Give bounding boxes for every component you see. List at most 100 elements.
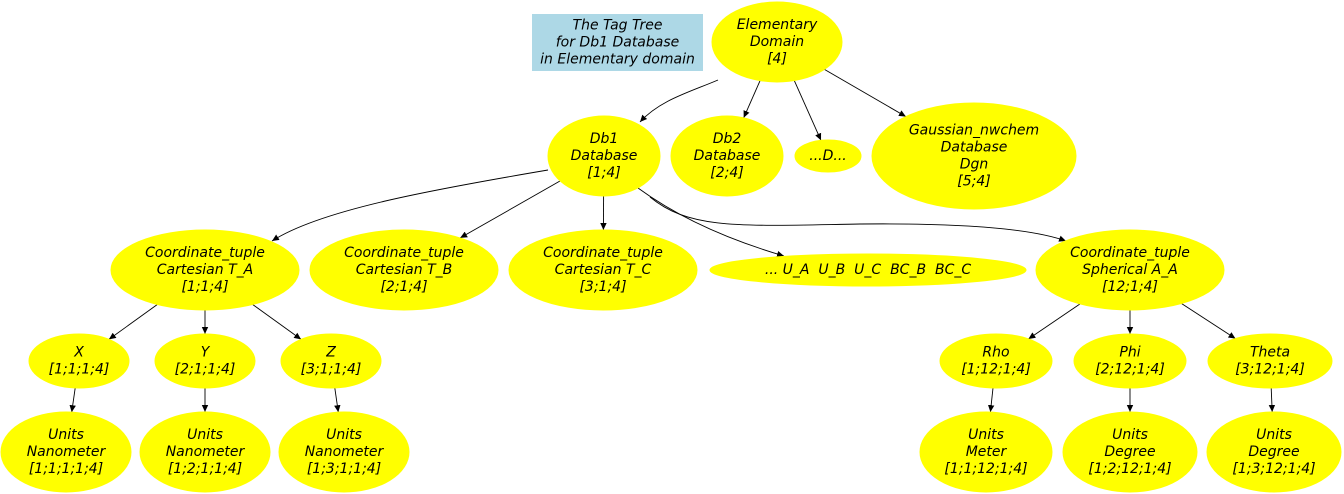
node-label-line: Units (187, 427, 223, 443)
title-background (532, 14, 703, 71)
node-ellipse (547, 115, 661, 197)
edges (69, 69, 1276, 413)
node-label-line: [1;3;12;1;4] (1232, 461, 1315, 477)
node-ellipse (278, 411, 410, 493)
edge-db1-database-to-coordinate-tuple-cartesian-t-a (271, 169, 549, 242)
node-ellipse (1035, 229, 1225, 311)
node-phi: Phi[2;12;1;4] (1073, 333, 1187, 389)
node-label-line: [5;4] (957, 174, 990, 190)
node-label-line: Dgn (960, 157, 989, 173)
edge-elementary-domain-to-gaussian-nwchem-database (824, 69, 907, 117)
node-label-line: [2;4] (710, 165, 743, 181)
node-ellipse (309, 229, 499, 311)
node-label-line: Spherical A_A (1082, 262, 1178, 278)
node-label-line: [1;12;1;4] (961, 362, 1031, 378)
node-label-line: Units (1112, 427, 1148, 443)
node-label-line: Database (694, 148, 761, 164)
node-label-line: Nanometer (305, 444, 385, 460)
node-label-line: ...D... (809, 148, 846, 164)
node-ellipse (1073, 333, 1187, 389)
edge-db1-database-to-coordinate-tuple-cartesian-t-b (459, 180, 561, 239)
node-y: Y[2;1;1;4] (154, 333, 256, 389)
node-ellipse (154, 333, 256, 389)
edge-coordinate-tuple-cartesian-t-a-to-z (252, 304, 302, 340)
node-label-line: Coordinate_tuple (344, 245, 464, 261)
node-label-line: [1;4] (587, 165, 620, 181)
node-label-line: Nanometer (166, 444, 246, 460)
node-ellipse (709, 253, 1027, 287)
edge-theta-to-units-degree-theta (1268, 387, 1276, 413)
node-ellipse (28, 333, 130, 389)
title-line: in Elementary domain (540, 52, 695, 68)
node-label-line: Database (941, 140, 1008, 156)
node-ellipse (280, 333, 382, 389)
node-ellipsis-d: ...D... (794, 139, 862, 173)
node-label-line: [3;1;1;4] (301, 362, 362, 378)
node-label-line: Cartesian T_C (555, 262, 652, 278)
edge-db1-database-to-others-u-a-u-b-u-c-bc-b-bc-c (637, 187, 785, 258)
node-label-line: [1;2;1;1;4] (168, 461, 242, 477)
node-z: Z[3;1;1;4] (280, 333, 382, 389)
edge-z-to-units-nanometer-z (334, 387, 341, 413)
node-label-line: Db2 (713, 131, 742, 147)
edge-coordinate-tuple-spherical-a-a-to-rho (1028, 303, 1081, 340)
node-label-line: Degree (1248, 444, 1299, 460)
node-label-line: Database (571, 148, 638, 164)
node-ellipse (1207, 333, 1333, 389)
node-ellipse (508, 229, 698, 311)
node-label-line: Coordinate_tuple (1070, 245, 1190, 261)
node-ellipse (110, 229, 300, 311)
node-label-line: X (73, 345, 84, 361)
node-label-line: [2;1;4] (380, 279, 427, 295)
node-label-line: Nanometer (27, 444, 107, 460)
edge-coordinate-tuple-cartesian-t-a-to-x (108, 304, 158, 340)
node-label-line: Coordinate_tuple (145, 245, 265, 261)
node-ellipse (670, 115, 784, 197)
node-label-line: [2;1;1;4] (175, 362, 236, 378)
node-label-line: ... U_A U_B U_C BC_B BC_C (765, 262, 971, 278)
node-label-line: Db1 (590, 131, 619, 147)
edge-elementary-domain-to-db1-database (639, 79, 719, 123)
node-label-line: [1;1;12;1;4] (944, 461, 1027, 477)
node-label-line: [1;1;1;4] (49, 362, 110, 378)
edge-rho-to-units-meter-rho (987, 387, 995, 413)
node-label-line: Elementary (737, 17, 818, 33)
node-label-line: Meter (966, 444, 1008, 460)
node-ellipse (1062, 411, 1198, 493)
node-label-line: [1;3;1;1;4] (307, 461, 381, 477)
node-label-line: Y (201, 345, 211, 361)
edge-coordinate-tuple-spherical-a-a-to-theta (1181, 303, 1236, 339)
node-label-line: [3;1;4] (579, 279, 626, 295)
title-line: The Tag Tree (573, 18, 663, 34)
node-label-line: Phi (1119, 345, 1140, 361)
node-label-line: Units (48, 427, 84, 443)
node-label-line: [1;1;4] (181, 279, 228, 295)
node-ellipse (794, 139, 862, 173)
edge-elementary-domain-to-ellipsis-d (793, 80, 822, 141)
node-ellipse (919, 411, 1053, 493)
edge-db1-database-to-coordinate-tuple-spherical-a-a (649, 196, 1067, 242)
title-line: for Db1 Database (556, 35, 680, 51)
node-label-line: Degree (1104, 444, 1155, 460)
node-others-u-a-u-b-u-c-bc-b-bc-c: ... U_A U_B U_C BC_B BC_C (709, 253, 1027, 287)
node-label-line: Gaussian_nwchem (909, 123, 1039, 139)
node-ellipse (1206, 411, 1342, 493)
edge-elementary-domain-to-db2-database (743, 80, 761, 118)
node-ellipse (939, 333, 1053, 389)
node-label-line: Units (1256, 427, 1292, 443)
